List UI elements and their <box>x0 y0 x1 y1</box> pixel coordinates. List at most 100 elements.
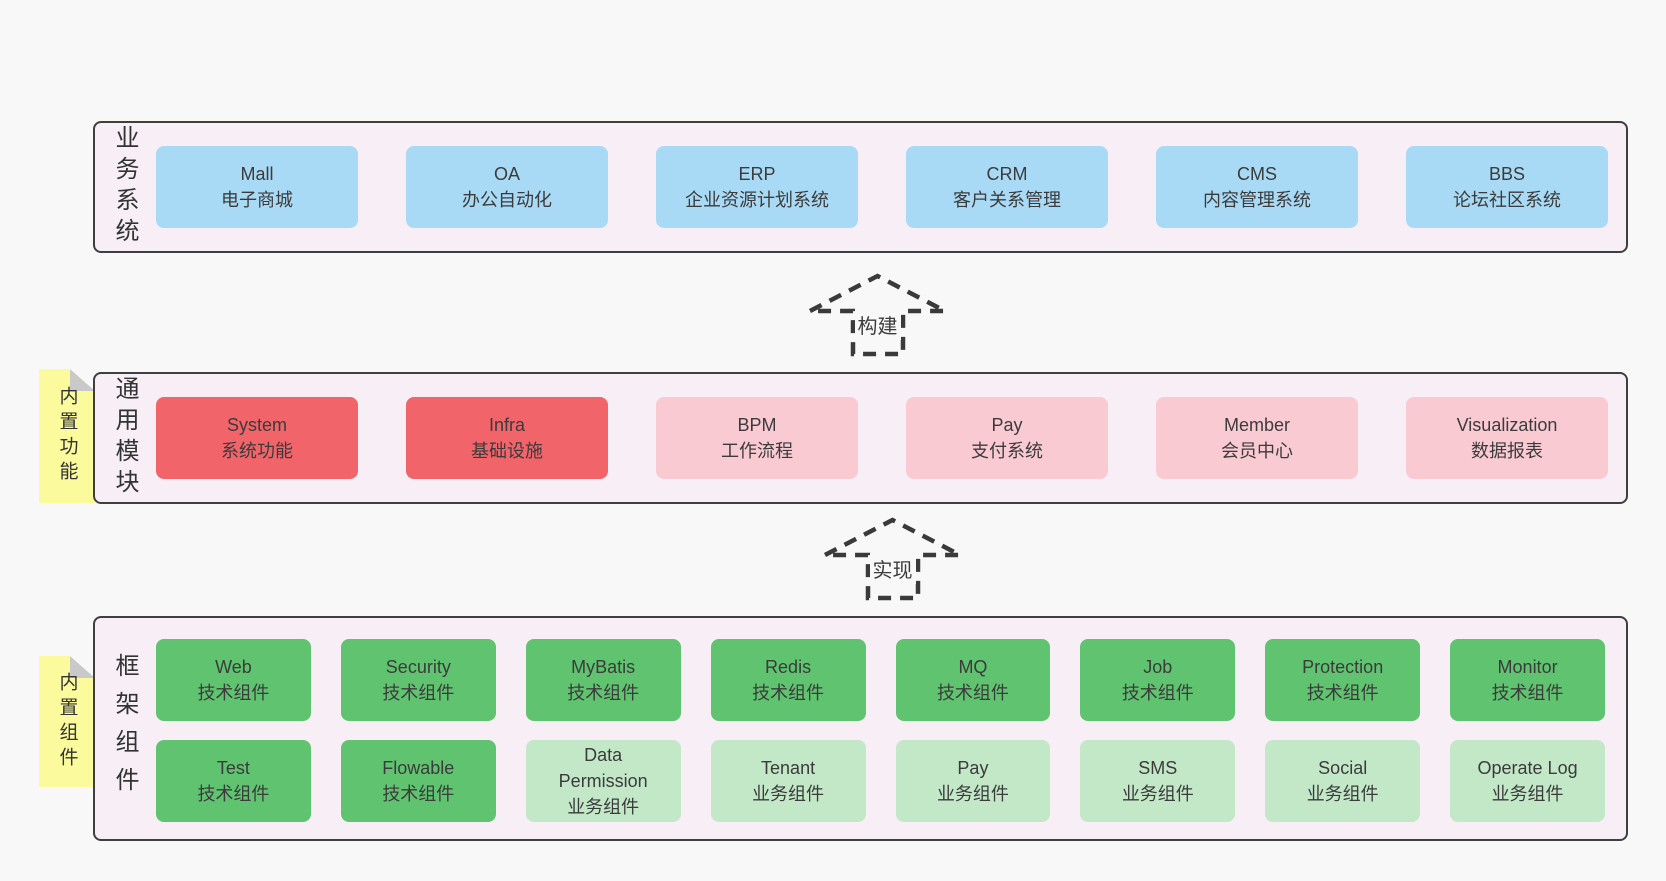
box-desc: 技术组件 <box>197 683 270 703</box>
box-job: Job 技术组件 <box>1080 639 1236 721</box>
box-desc: 业务组件 <box>567 797 640 818</box>
box-sms: SMS 业务组件 <box>1080 740 1236 822</box>
box-desc: 办公自动化 <box>462 190 552 210</box>
box-name: Protection <box>1302 656 1384 677</box>
box-name: MQ <box>958 656 988 677</box>
box-name: Flowable <box>382 757 455 778</box>
box-protection: Protection 技术组件 <box>1265 639 1421 721</box>
box-erp: ERP 企业资源计划系统 <box>656 146 858 228</box>
band-common-modules: 通用模块 System 系统功能 Infra 基础设施 BPM 工作流程 Pay… <box>93 372 1628 504</box>
box-mq: MQ 技术组件 <box>895 639 1051 721</box>
box-name: Pay <box>991 414 1023 435</box>
box-name: ERP <box>738 163 776 184</box>
implement-arrow-label: 实现 <box>869 553 916 584</box>
box-name: CMS <box>1237 163 1277 184</box>
box-desc: 论坛社区系统 <box>1453 190 1561 210</box>
box-desc: 业务组件 <box>1306 784 1379 804</box>
box-name: Infra <box>488 414 526 435</box>
box-crm: CRM 客户关系管理 <box>906 146 1108 228</box>
box-desc: 企业资源计划系统 <box>685 190 829 210</box>
band-business-systems: 业务系统 Mall 电子商城 OA 办公自动化 ERP 企业资源计划系统 CRM… <box>93 121 1628 253</box>
box-name: Social <box>1318 757 1368 778</box>
box-name: MyBatis <box>571 656 636 677</box>
box-name: Mall <box>240 163 274 184</box>
box-security: Security 技术组件 <box>340 639 496 721</box>
box-desc: 内容管理系统 <box>1203 190 1311 210</box>
box-desc: 会员中心 <box>1221 441 1293 461</box>
box-social: Social 业务组件 <box>1265 740 1421 822</box>
box-name: Security <box>385 656 451 677</box>
framework-row-2: Test 技术组件 Flowable 技术组件 Data Permission … <box>156 740 1605 822</box>
box-redis: Redis 技术组件 <box>710 639 866 721</box>
box-name: Pay <box>957 757 989 778</box>
box-name: CRM <box>986 163 1028 184</box>
band-framework-label: 框架组件 <box>111 652 138 805</box>
box-desc: 系统功能 <box>221 441 293 461</box>
box-test: Test 技术组件 <box>156 740 311 822</box>
box-name: Data Permission <box>558 744 648 791</box>
box-desc: 技术组件 <box>382 683 455 703</box>
box-pay-component: Pay 业务组件 <box>895 740 1051 822</box>
box-name: Operate Log <box>1477 757 1578 778</box>
framework-box-grid: Web 技术组件 Security 技术组件 MyBatis 技术组件 Redi… <box>156 639 1605 822</box>
builtin-features-tab-label: 内置功能 <box>56 386 78 486</box>
framework-row-1: Web 技术组件 Security 技术组件 MyBatis 技术组件 Redi… <box>156 639 1605 721</box>
box-desc: 技术组件 <box>1121 683 1194 703</box>
box-desc: 业务组件 <box>1491 784 1564 804</box>
build-arrow: 构建 <box>807 273 948 358</box>
band-modules-label: 通用模块 <box>111 376 138 500</box>
box-cms: CMS 内容管理系统 <box>1156 146 1358 228</box>
box-name: System <box>226 414 287 435</box>
box-desc: 技术组件 <box>382 784 455 804</box>
box-desc: 技术组件 <box>1306 683 1379 703</box>
box-system: System 系统功能 <box>156 397 358 479</box>
box-name: Visualization <box>1456 414 1558 435</box>
box-name: Test <box>216 757 250 778</box>
box-desc: 技术组件 <box>567 683 640 703</box>
box-name: Redis <box>765 656 812 677</box>
band-business-label: 业务系统 <box>111 125 138 249</box>
builtin-components-tab-label: 内置组件 <box>56 671 78 772</box>
box-bbs: BBS 论坛社区系统 <box>1406 146 1608 228</box>
box-mybatis: MyBatis 技术组件 <box>525 639 681 721</box>
box-monitor: Monitor 技术组件 <box>1450 639 1605 721</box>
box-desc: 技术组件 <box>1491 683 1564 703</box>
box-name: OA <box>493 163 520 184</box>
box-member: Member 会员中心 <box>1156 397 1358 479</box>
box-name: BBS <box>1488 163 1526 184</box>
box-desc: 技术组件 <box>936 683 1009 703</box>
box-desc: 支付系统 <box>971 441 1043 461</box>
business-box-row: Mall 电子商城 OA 办公自动化 ERP 企业资源计划系统 CRM 客户关系… <box>156 146 1608 228</box>
box-flowable: Flowable 技术组件 <box>340 740 496 822</box>
band-framework-components: 框架组件 Web 技术组件 Security 技术组件 MyBatis 技术组件… <box>93 616 1628 841</box>
box-desc: 基础设施 <box>471 441 543 461</box>
builtin-features-tab: 内置功能 <box>39 369 95 503</box>
box-data-permission: Data Permission 业务组件 <box>525 740 681 822</box>
box-desc: 技术组件 <box>752 683 825 703</box>
up-arrow-icon <box>808 273 947 357</box>
box-name: Web <box>215 656 252 677</box>
up-arrow-icon <box>823 517 962 601</box>
box-pay-module: Pay 支付系统 <box>906 397 1108 479</box>
box-desc: 工作流程 <box>721 441 793 461</box>
implement-arrow: 实现 <box>822 517 963 602</box>
box-tenant: Tenant 业务组件 <box>710 740 866 822</box>
box-desc: 电子商城 <box>221 190 293 210</box>
box-desc: 业务组件 <box>1121 784 1194 804</box>
box-name: SMS <box>1138 757 1178 778</box>
build-arrow-label: 构建 <box>854 309 901 340</box>
box-oa: OA 办公自动化 <box>406 146 608 228</box>
box-infra: Infra 基础设施 <box>406 397 608 479</box>
box-bpm: BPM 工作流程 <box>656 397 858 479</box>
box-mall: Mall 电子商城 <box>156 146 358 228</box>
box-name: Tenant <box>761 757 816 778</box>
box-name: Job <box>1143 656 1173 677</box>
box-desc: 业务组件 <box>936 784 1009 804</box>
box-web: Web 技术组件 <box>156 639 311 721</box>
box-operate-log: Operate Log 业务组件 <box>1450 740 1605 822</box>
box-visualization: Visualization 数据报表 <box>1406 397 1608 479</box>
box-name: Member <box>1223 414 1290 435</box>
box-desc: 客户关系管理 <box>953 190 1061 210</box>
builtin-components-tab: 内置组件 <box>39 656 95 787</box>
box-name: BPM <box>737 414 777 435</box>
